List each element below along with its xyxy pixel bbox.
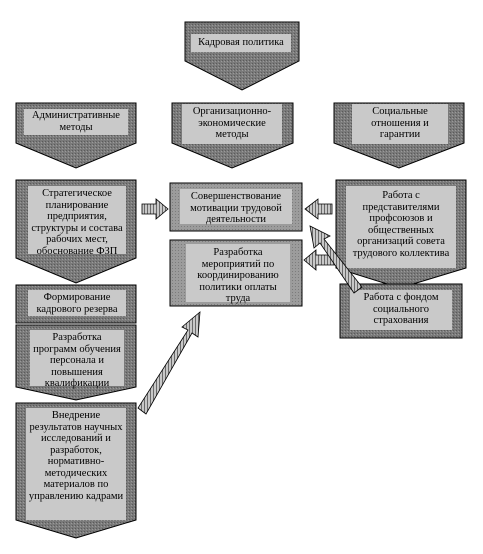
econ-item-1-label: Совершенствование мотивации трудовой дея…: [190, 191, 282, 225]
method-social-label: Социальные отношения и гарантии: [371, 106, 429, 140]
top-node-label-bg: [191, 34, 291, 52]
social-item-1-label: Работа с представителями профсоюзов и об…: [352, 190, 450, 259]
method-admin-label: Административные методы: [32, 110, 120, 133]
method-econ-label: Организационно-экономические методы: [192, 106, 272, 140]
admin-item-4-label: Внедрение результатов научных исследован…: [28, 410, 124, 502]
arrow-fund-to-motivation: [309, 225, 363, 294]
admin-item-3-label: Разработка программ обучения персонала и…: [33, 332, 121, 389]
arrow-admin-to-motivation: [141, 198, 169, 220]
top-node-label: Кадровая политика: [198, 37, 284, 48]
econ-item-2-label: Разработка мероприятий по координировани…: [197, 247, 279, 304]
arrow-research-to-pay: [137, 311, 201, 415]
arrow-social-to-motivation: [304, 198, 333, 220]
top-node-shape: [184, 21, 300, 91]
admin-item-2-label: Формирование кадрового резерва: [36, 292, 118, 315]
social-item-2-label: Работа с фондом социального страхования: [363, 292, 439, 326]
admin-item-1-label: Стратегическое планирование предприятия,…: [31, 188, 123, 257]
